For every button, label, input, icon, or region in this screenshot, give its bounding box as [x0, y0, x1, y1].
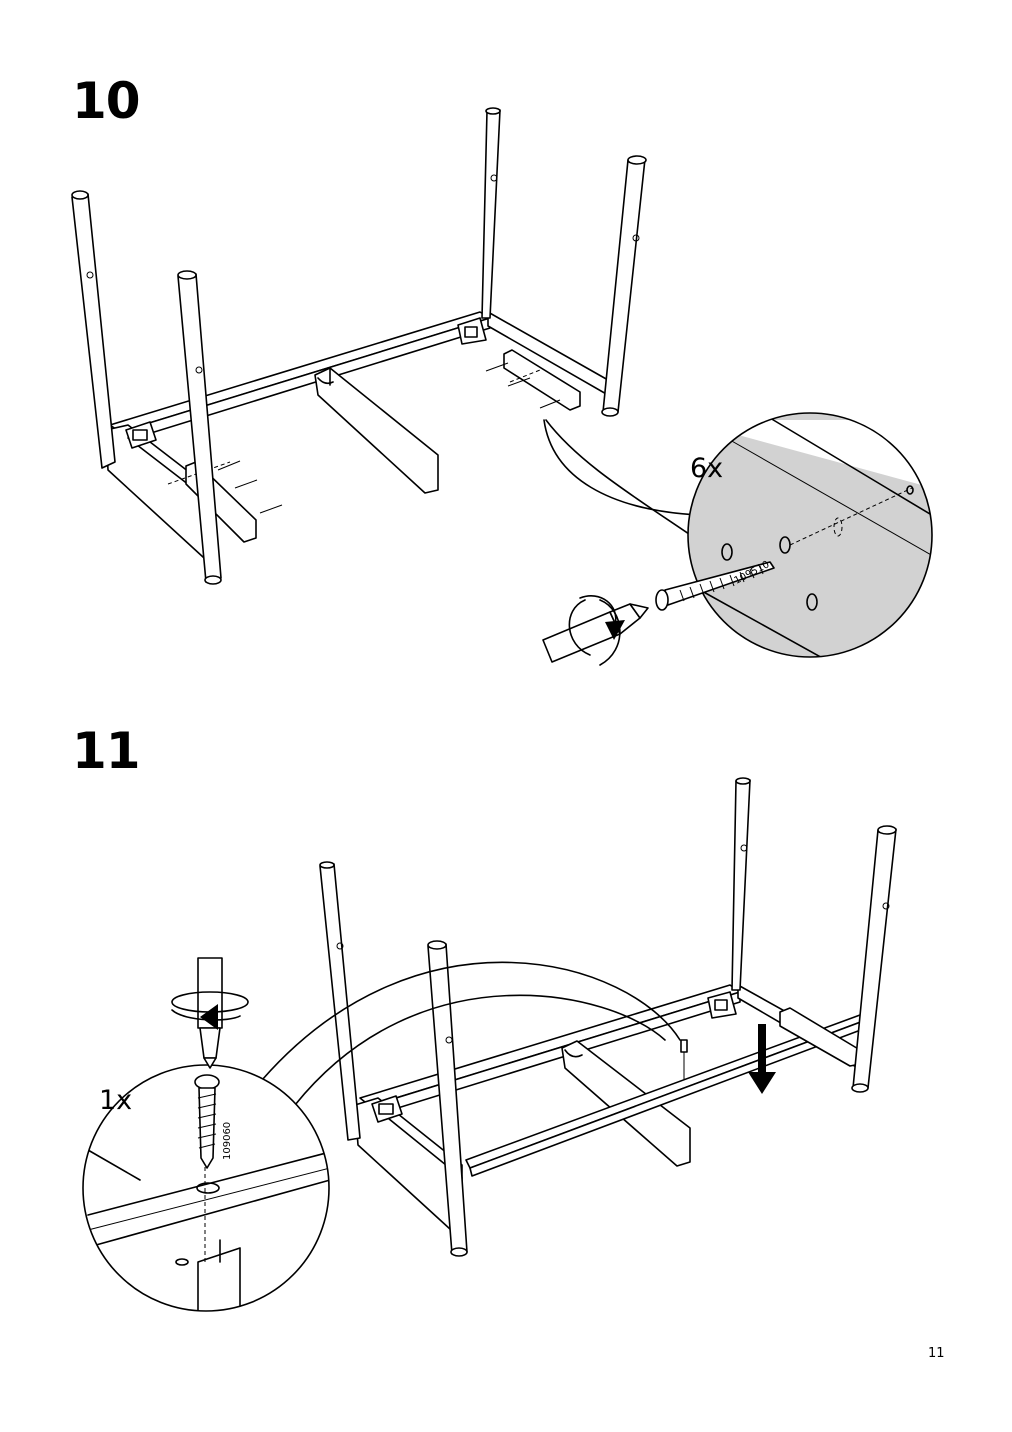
step-number: 10 — [72, 72, 141, 130]
step11-detail-circle — [82, 1064, 330, 1312]
step11-table-frame — [354, 984, 867, 1241]
rotate-arrow-icon — [171, 1004, 241, 1030]
step11-legs — [319, 777, 897, 1257]
step-number: 11 — [72, 722, 141, 780]
step11-callout-arc — [261, 961, 681, 1081]
step10-detail-circle — [655, 412, 933, 658]
rotate-arrow-icon — [579, 595, 625, 640]
step10-table-frame — [105, 311, 609, 569]
step11-screw — [194, 1074, 220, 1169]
step10-callout-arc — [543, 419, 699, 516]
down-arrow-icon — [748, 1024, 776, 1094]
step10-legs — [71, 107, 647, 585]
step10-screw — [655, 561, 775, 611]
part-number: 109060 — [222, 1121, 233, 1160]
quantity-label: 1x — [99, 1085, 133, 1116]
quantity-label: 6x — [690, 453, 724, 484]
page-number: 11 — [928, 1346, 945, 1361]
screwdriver-icon — [542, 599, 649, 666]
